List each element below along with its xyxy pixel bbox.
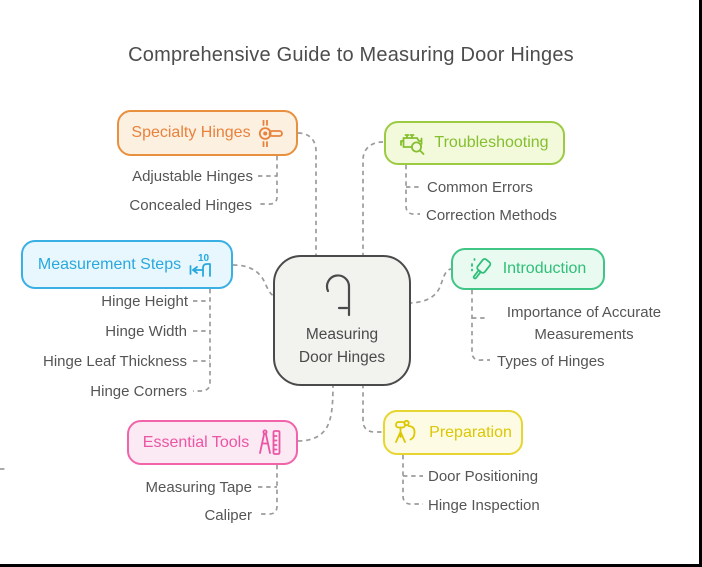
sub-item-door-positioning: Door Positioning xyxy=(428,468,539,485)
trunk-measurement xyxy=(193,289,211,392)
connector-troubleshooting-center xyxy=(362,141,384,259)
sub-item-correction-methods: Correction Methods xyxy=(426,207,557,224)
hinge-icon xyxy=(258,119,283,147)
sub-item-measuring-tape: Measuring Tape xyxy=(145,479,252,496)
branch-introduction: Introduction xyxy=(451,248,605,290)
frame-bottom-edge xyxy=(0,564,702,567)
branch-preparation: Preparation xyxy=(383,410,523,455)
trunk-essential xyxy=(258,465,278,515)
branch-label: Essential Tools xyxy=(142,433,250,451)
connector-center-introduction xyxy=(407,268,452,304)
trunk-troubleshooting xyxy=(405,165,420,215)
sub-item-hinge-leaf-thickness: Hinge Leaf Thickness xyxy=(43,353,187,370)
engine-diagnostic-icon xyxy=(400,133,425,155)
connector-center-preparation xyxy=(362,384,383,433)
svg-text:10: 10 xyxy=(198,253,210,264)
sub-item-hinge-corners: Hinge Corners xyxy=(90,383,187,400)
sub-item-hinge-inspection: Hinge Inspection xyxy=(428,497,540,514)
sub-item-concealed-hinges: Concealed Hinges xyxy=(129,197,252,214)
dimension-10-icon: 10 xyxy=(189,253,211,277)
center-node-label: Measuring Door Hinges xyxy=(298,326,386,366)
sub-item-common-errors: Common Errors xyxy=(427,179,533,196)
trunk-introduction xyxy=(471,290,490,361)
trunk-specialty xyxy=(258,156,278,205)
connector-measurement-center xyxy=(232,264,278,298)
frame-right-edge xyxy=(699,0,702,567)
page-title: Comprehensive Guide to Measuring Door Hi… xyxy=(128,44,574,66)
connector-specialty-center xyxy=(297,132,317,259)
branch-label: Troubleshooting xyxy=(434,134,549,151)
branch-troubleshooting: Troubleshooting xyxy=(384,121,565,165)
branch-label: Introduction xyxy=(502,260,587,277)
mallet-icon xyxy=(470,257,491,279)
sub-item-importance-of-accurate-measurements: Importance of Accurate Measurements xyxy=(506,304,662,343)
sub-item-types-of-hinges: Types of Hinges xyxy=(497,353,605,370)
branch-measurement-steps: Measurement Steps 10 xyxy=(21,240,233,289)
tripod-survey-icon xyxy=(395,419,416,443)
branch-label: Measurement Steps xyxy=(37,255,182,273)
branch-label: Preparation xyxy=(429,423,512,441)
sub-item-caliper: Caliper xyxy=(204,507,252,524)
center-node-measuring-door-hinges: Measuring Door Hinges xyxy=(273,255,411,386)
sub-item-hinge-height: Hinge Height xyxy=(101,293,188,310)
compass-ruler-icon xyxy=(259,429,281,455)
branch-label: Specialty Hinges xyxy=(131,124,251,141)
connector-essential-center xyxy=(297,383,334,442)
door-handle-icon xyxy=(325,274,351,317)
branch-specialty-hinges: Specialty Hinges xyxy=(117,110,298,156)
branch-essential-tools: Essential Tools xyxy=(127,420,298,465)
trunk-preparation xyxy=(402,455,423,505)
sub-item-hinge-width: Hinge Width xyxy=(105,323,187,340)
sub-item-adjustable-hinges: Adjustable Hinges xyxy=(132,168,253,185)
